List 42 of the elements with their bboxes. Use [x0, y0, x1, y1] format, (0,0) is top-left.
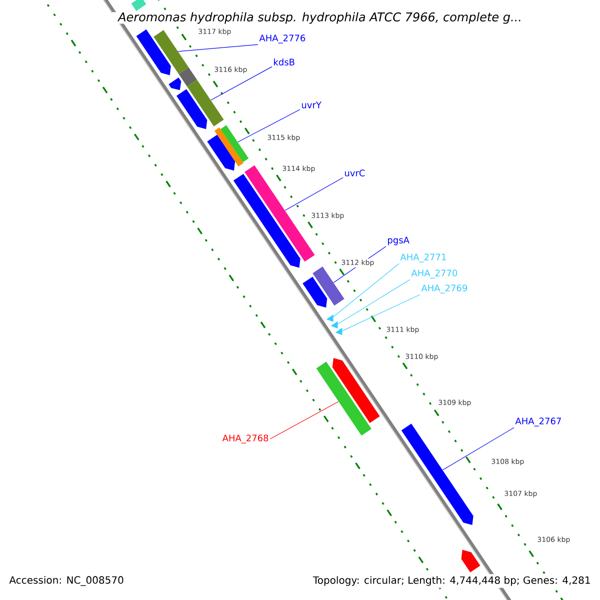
gene-feature — [168, 78, 182, 90]
gene-label: uvrC — [344, 170, 365, 176]
gene-feature — [220, 125, 249, 162]
gene-label: uvrY — [302, 102, 322, 108]
leader-line — [284, 177, 344, 211]
gene-feature — [176, 89, 208, 130]
gene-feature — [330, 321, 338, 328]
gene-label: AHA_2769 — [421, 284, 468, 294]
gene-feature — [332, 358, 380, 423]
gene-feature — [207, 134, 236, 171]
footer-text: Accession: NC_008570 — [7, 574, 126, 588]
leader-line — [338, 279, 410, 324]
gene-feature — [178, 67, 198, 86]
gene-feature — [326, 314, 334, 322]
gene-feature — [316, 362, 372, 436]
gene-feature — [187, 80, 224, 126]
leader-line — [333, 263, 400, 317]
leader-line — [442, 427, 514, 470]
leader-line — [178, 44, 258, 52]
leader-line — [238, 109, 300, 142]
gene-feature — [401, 424, 474, 526]
gene-feature — [233, 174, 300, 268]
leader-line — [210, 66, 272, 100]
gene-feature — [461, 550, 480, 572]
gene-label: kdsB — [274, 58, 294, 66]
gene-feature — [131, 0, 146, 11]
gene-label: AHA_2771 — [400, 254, 446, 262]
gene-label: AHA_2767 — [515, 418, 561, 426]
gene-label: AHA_2770 — [411, 270, 458, 278]
gene-feature — [136, 29, 171, 76]
gene-feature — [312, 266, 344, 306]
gene-feature — [335, 328, 342, 336]
footer-text: Topology: circular; Length: 4,744,448 bp; Genes: 4,281 — [310, 574, 593, 588]
title: Aeromonas hydrophila subsp. hydrophila ATCC 7966, complete g... — [112, 12, 528, 24]
leader-line — [342, 294, 420, 332]
gene-feature — [302, 276, 328, 308]
gene-feature — [154, 30, 189, 74]
gene-label: AHA_2776 — [259, 34, 306, 44]
gene-feature — [214, 127, 244, 166]
leader-line — [270, 401, 339, 440]
gene-label: AHA_2768 — [222, 434, 268, 444]
gene-label: pgsA — [388, 236, 410, 246]
